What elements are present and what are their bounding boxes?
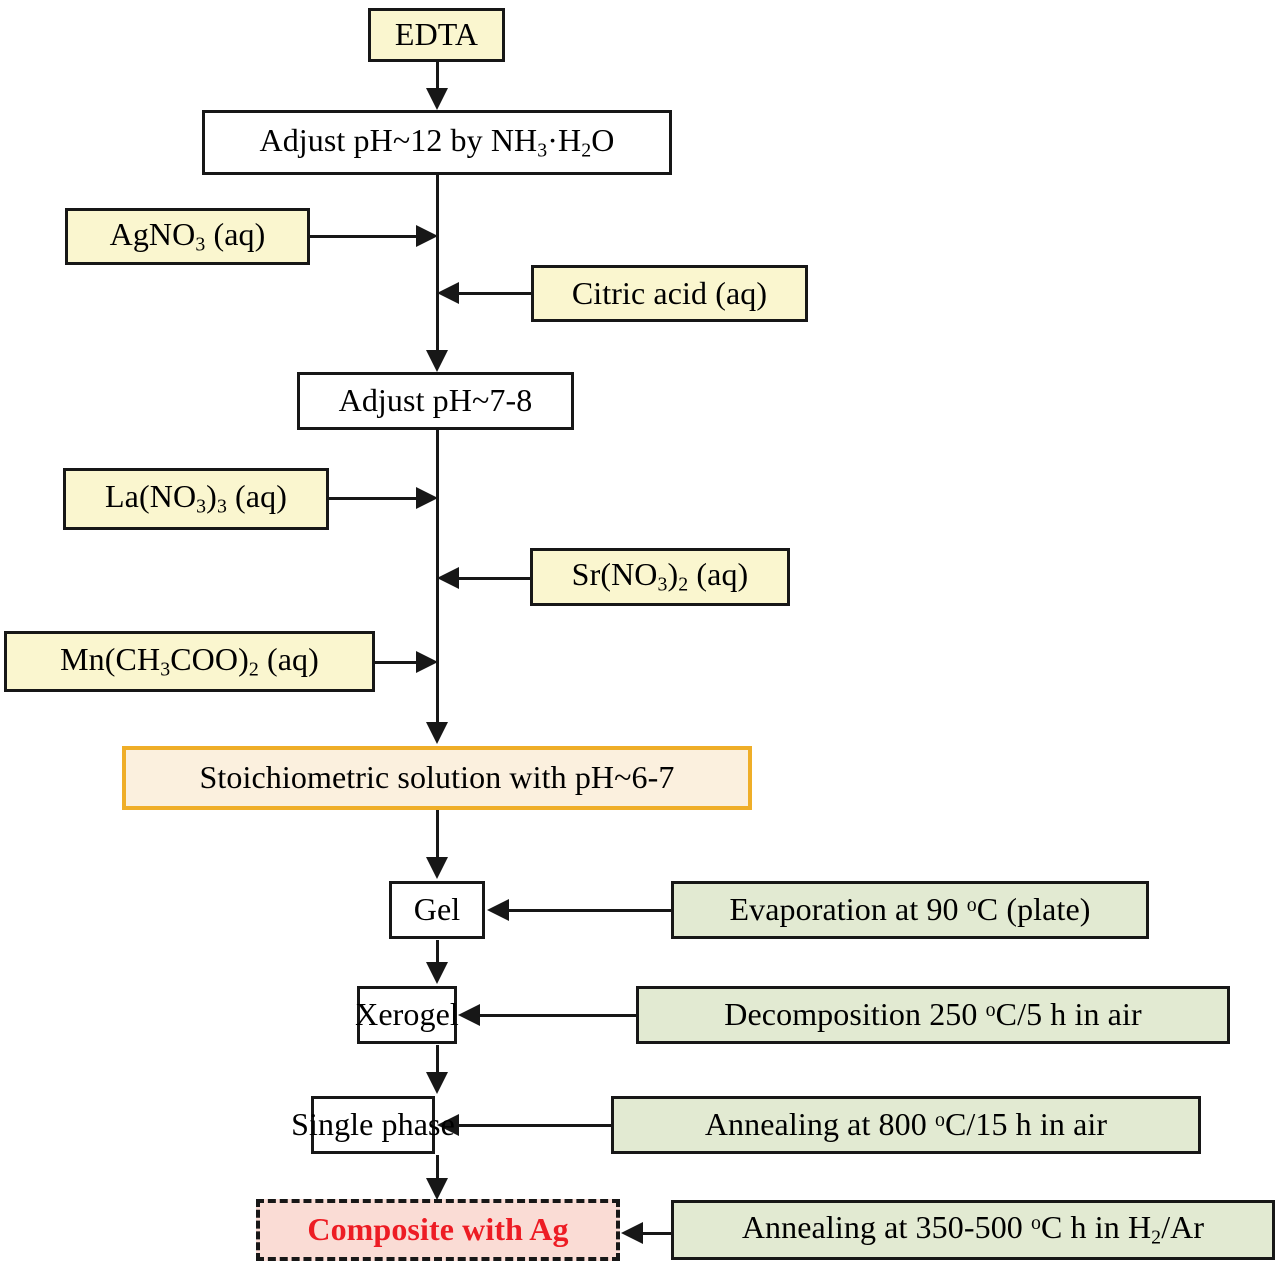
node-xerogel-label: Xerogel xyxy=(355,996,459,1033)
node-annealing-350-500-label: Annealing at 350-500 oC h in H2/Ar xyxy=(741,1209,1205,1249)
node-adjust-ph-7-8-label: Adjust pH~7-8 xyxy=(338,382,533,419)
connector-lano3 xyxy=(328,497,420,500)
arrowhead-annealing800 xyxy=(437,1114,459,1136)
connector-srno3 xyxy=(456,577,534,580)
node-single-phase-label: Single phase xyxy=(291,1106,455,1143)
node-agno3[interactable]: AgNO3 (aq) xyxy=(65,208,310,265)
connector-annealing350 xyxy=(640,1232,672,1235)
node-srnitrate[interactable]: Sr(NO3)2 (aq) xyxy=(530,548,790,606)
node-stoichiometric-solution-label: Stoichiometric solution with pH~6-7 xyxy=(199,759,675,796)
arrowhead-citric xyxy=(437,282,459,304)
arrowhead-agno3 xyxy=(416,225,438,247)
node-xerogel[interactable]: Xerogel xyxy=(355,986,459,1044)
node-srnitrate-label: Sr(NO3)2 (aq) xyxy=(571,556,749,596)
node-adjust-ph-7-8[interactable]: Adjust pH~7-8 xyxy=(297,372,574,430)
connector-edta-to-ph12 xyxy=(436,62,439,96)
node-edta-label: EDTA xyxy=(394,16,479,53)
arrowhead-annealing350 xyxy=(621,1222,643,1244)
node-mn-acetate[interactable]: Mn(CH3COO)2 (aq) xyxy=(4,631,375,692)
node-citric-acid-label: Citric acid (aq) xyxy=(571,274,768,311)
arrowhead-xerogel-to-singlephase xyxy=(426,1072,448,1094)
node-composite-with-ag-label: Composite with Ag xyxy=(307,1211,569,1248)
connector-annealing800 xyxy=(456,1124,612,1127)
node-lanitrate-label: La(NO3)3 (aq) xyxy=(105,478,287,518)
node-evaporation-label: Evaporation at 90 oC (plate) xyxy=(729,891,1091,928)
connector-singlephase-to-composite xyxy=(436,1155,439,1179)
arrowhead-ph78-to-stoich xyxy=(426,722,448,744)
node-annealing-350-500[interactable]: Annealing at 350-500 oC h in H2/Ar xyxy=(671,1200,1275,1260)
arrowhead-stoich-to-gel xyxy=(426,857,448,879)
node-lanitrate[interactable]: La(NO3)3 (aq) xyxy=(63,468,329,530)
connector-agno3 xyxy=(310,235,420,238)
node-composite-with-ag[interactable]: Composite with Ag xyxy=(256,1199,620,1261)
node-gel-label: Gel xyxy=(413,891,461,928)
node-adjust-ph-12[interactable]: Adjust pH~12 by NH3·H2O xyxy=(202,110,672,175)
arrowhead-mnac xyxy=(416,651,438,673)
connector-citric xyxy=(456,292,534,295)
node-annealing-800-label: Annealing at 800 oC/15 h in air xyxy=(704,1106,1108,1143)
arrowhead-srno3 xyxy=(437,567,459,589)
connector-gel-to-xerogel xyxy=(436,940,439,964)
connector-stoich-to-gel xyxy=(436,810,439,862)
arrowhead-gel-to-xerogel xyxy=(426,962,448,984)
arrowhead-decomposition xyxy=(458,1004,480,1026)
node-edta[interactable]: EDTA xyxy=(368,8,505,62)
node-gel[interactable]: Gel xyxy=(389,881,485,939)
node-citric-acid[interactable]: Citric acid (aq) xyxy=(531,265,808,322)
arrowhead-lano3 xyxy=(416,487,438,509)
connector-mnac xyxy=(374,661,422,664)
node-agno3-label: AgNO3 (aq) xyxy=(109,215,266,256)
connector-decomposition xyxy=(477,1014,637,1017)
node-adjust-ph-12-label: Adjust pH~12 by NH3·H2O xyxy=(259,121,615,162)
arrowhead-edta-to-ph12 xyxy=(426,88,448,110)
node-single-phase[interactable]: Single phase xyxy=(291,1096,455,1154)
arrowhead-ph12-to-ph78 xyxy=(426,350,448,372)
node-mn-acetate-label: Mn(CH3COO)2 (aq) xyxy=(60,640,319,681)
node-decomposition[interactable]: Decomposition 250 oC/5 h in air xyxy=(636,986,1230,1044)
node-annealing-800[interactable]: Annealing at 800 oC/15 h in air xyxy=(611,1096,1201,1154)
node-evaporation[interactable]: Evaporation at 90 oC (plate) xyxy=(671,881,1149,939)
connector-xerogel-to-singlephase xyxy=(436,1045,439,1073)
node-decomposition-label: Decomposition 250 oC/5 h in air xyxy=(724,996,1142,1033)
connector-evaporation xyxy=(506,909,672,912)
arrowhead-singlephase-to-composite xyxy=(426,1178,448,1200)
connector-ph12-to-ph78 xyxy=(436,175,439,360)
arrowhead-evaporation xyxy=(487,899,509,921)
node-stoichiometric-solution[interactable]: Stoichiometric solution with pH~6-7 xyxy=(122,746,752,810)
